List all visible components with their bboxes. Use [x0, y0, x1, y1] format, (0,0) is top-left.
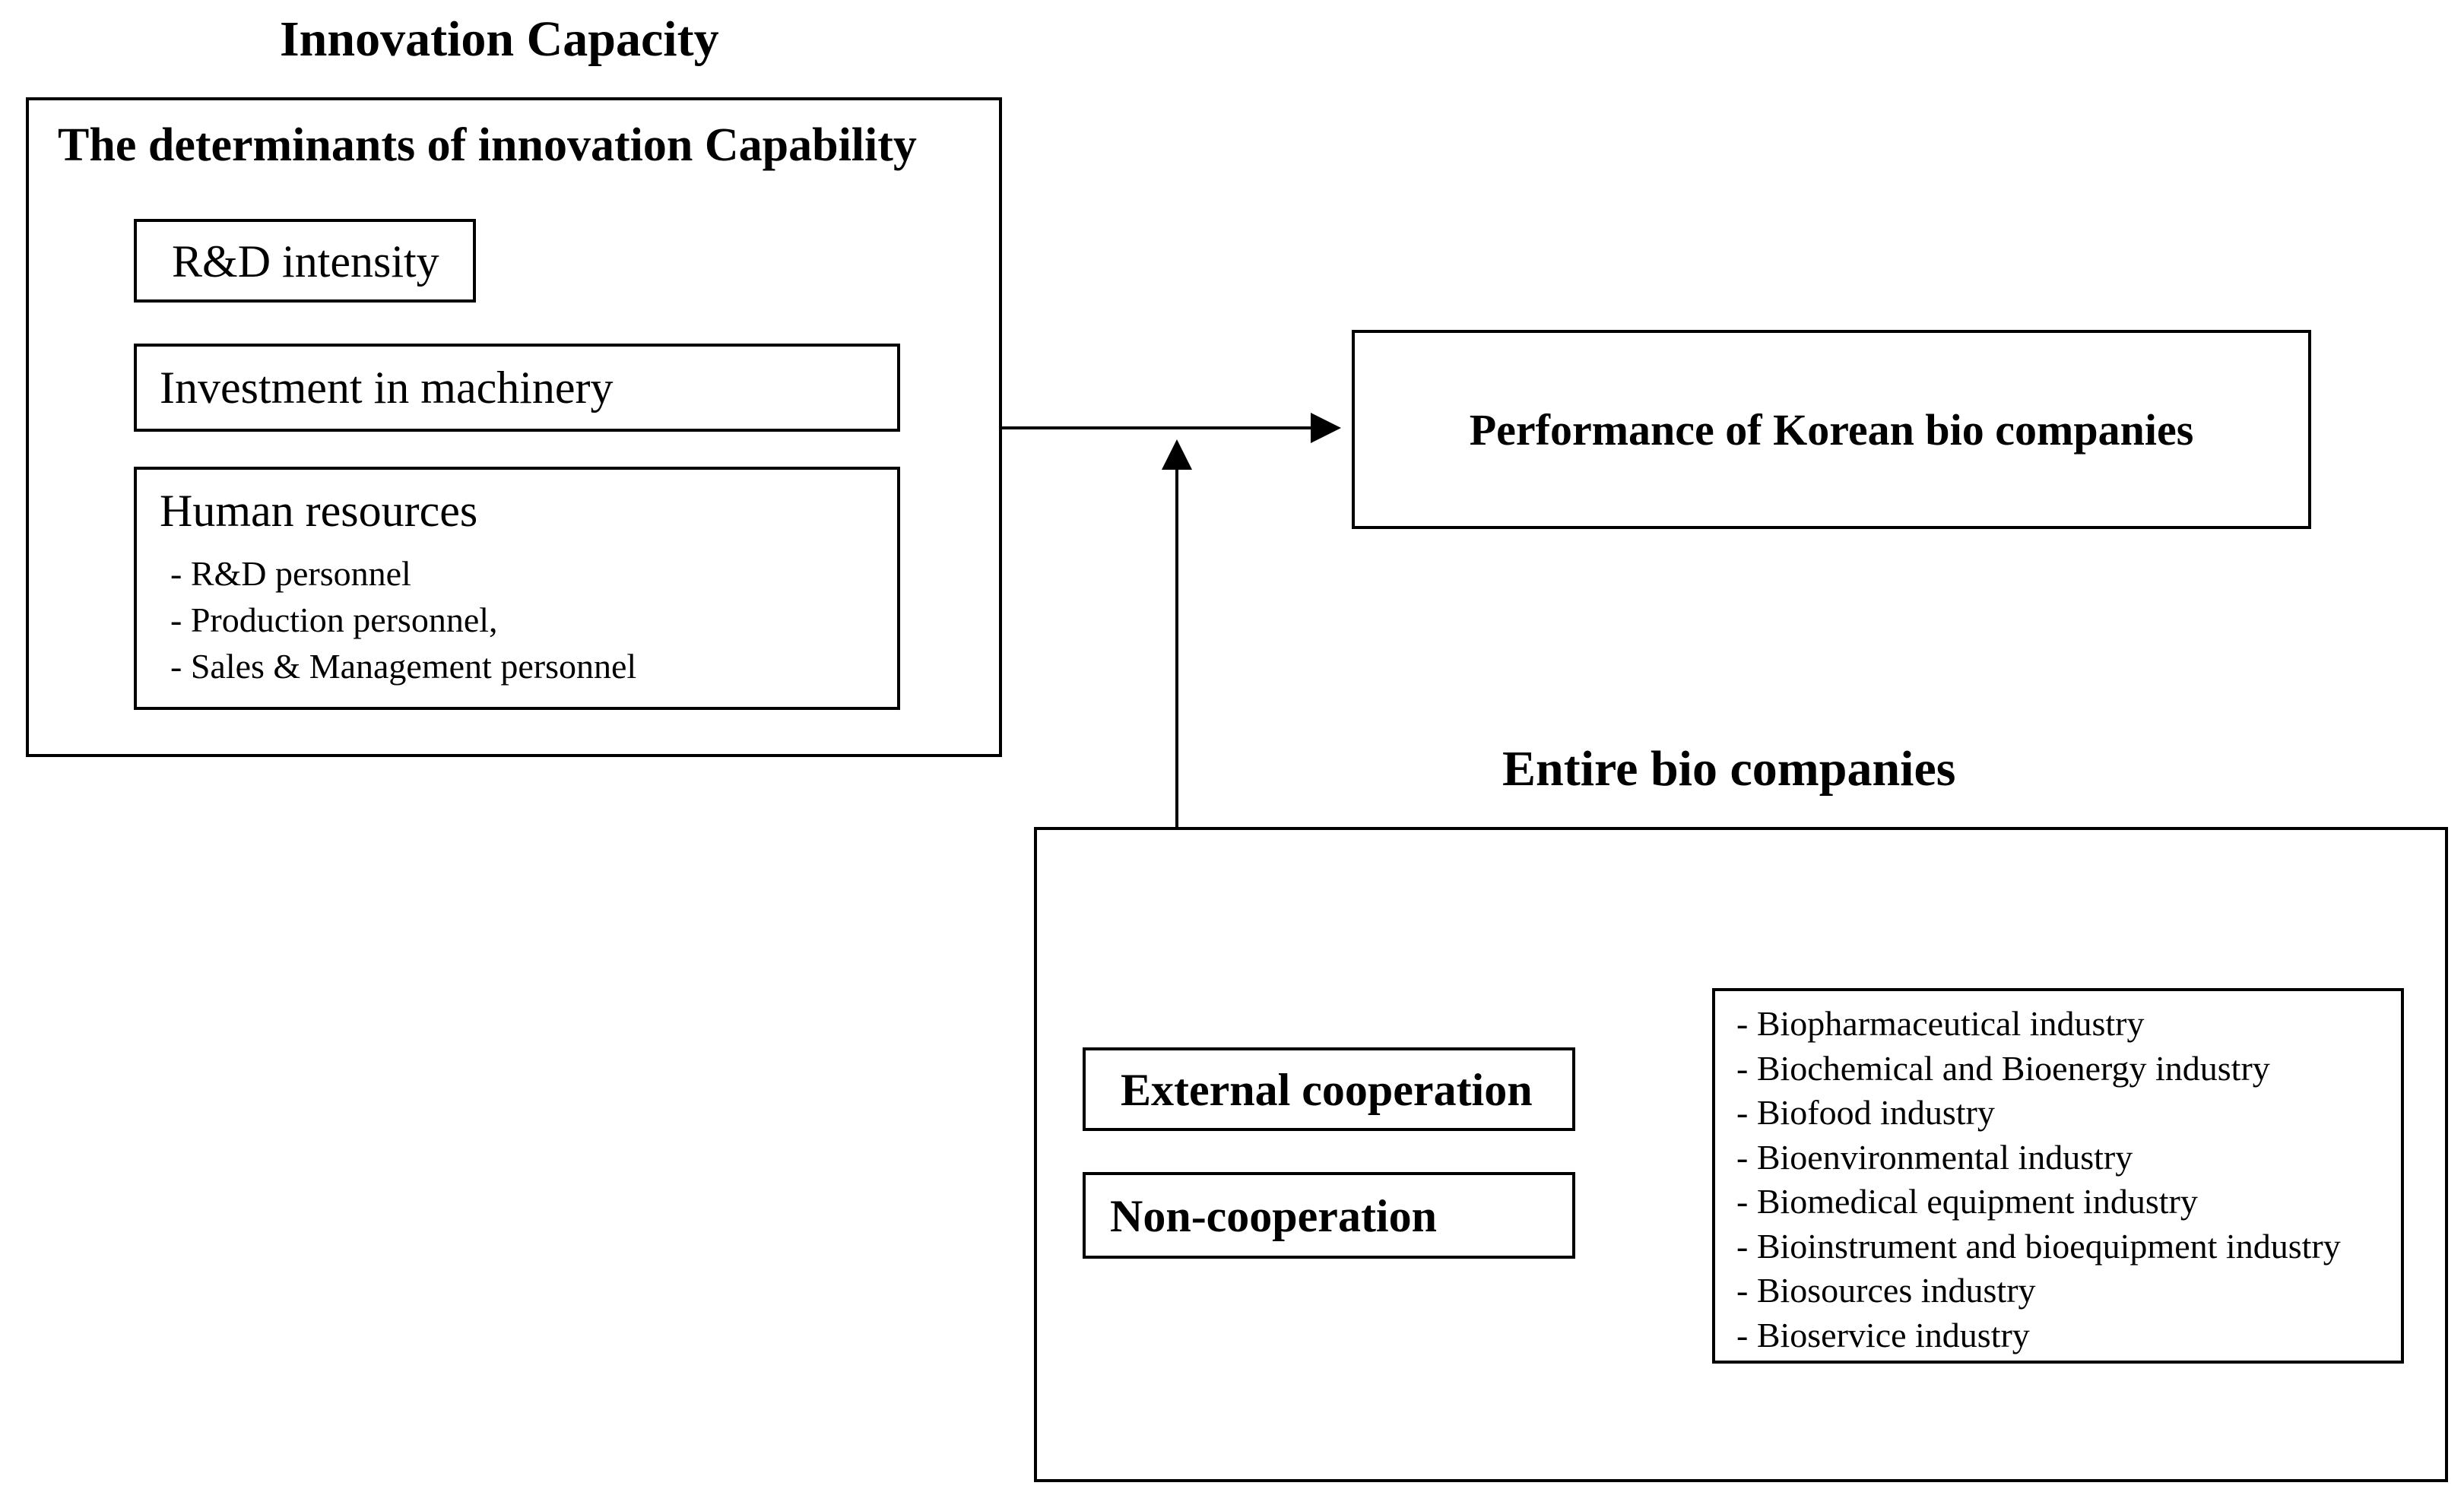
- list-item: - Biosources industry: [1736, 1271, 2036, 1310]
- non-cooperation-label: Non-cooperation: [1110, 1191, 1437, 1241]
- list-item: - R&D personnel: [170, 554, 411, 593]
- entire-bio-title: Entire bio companies: [1502, 741, 1956, 797]
- human-resources-title: Human resources: [160, 486, 478, 536]
- non-cooperation-box: Non-cooperation: [1083, 1172, 1575, 1259]
- determinants-title: The determinants of innovation Capabilit…: [58, 119, 917, 171]
- list-item: - Bioservice industry: [1736, 1315, 2030, 1354]
- human-resources-list: - R&D personnel - Production personnel, …: [170, 550, 636, 689]
- industries-list: - Biopharmaceutical industry - Biochemic…: [1736, 1002, 2341, 1358]
- innovation-capacity-title: Innovation Capacity: [280, 11, 719, 67]
- performance-box: Performance of Korean bio companies: [1352, 330, 2311, 529]
- list-item: - Biofood industry: [1736, 1093, 1995, 1132]
- external-cooperation-label: External cooperation: [1121, 1065, 1533, 1115]
- performance-label: Performance of Korean bio companies: [1469, 404, 2194, 455]
- rd-intensity-label: R&D intensity: [172, 236, 439, 287]
- external-cooperation-box: External cooperation: [1083, 1047, 1575, 1131]
- list-item: - Sales & Management personnel: [170, 647, 637, 686]
- list-item: - Biopharmaceutical industry: [1736, 1004, 2145, 1043]
- list-item: - Bioinstrument and bioequipment industr…: [1736, 1226, 2341, 1266]
- human-resources-box: Human resources - R&D personnel - Produc…: [134, 467, 900, 710]
- rd-intensity-box: R&D intensity: [134, 219, 476, 303]
- list-item: - Production personnel,: [170, 600, 498, 639]
- industries-box: - Biopharmaceutical industry - Biochemic…: [1712, 988, 2404, 1364]
- list-item: - Biomedical equipment industry: [1736, 1182, 2198, 1221]
- list-item: - Biochemical and Bioenergy industry: [1736, 1048, 2270, 1088]
- list-item: - Bioenvironmental industry: [1736, 1137, 2133, 1177]
- investment-label: Investment in machinery: [160, 363, 614, 413]
- investment-box: Investment in machinery: [134, 344, 900, 432]
